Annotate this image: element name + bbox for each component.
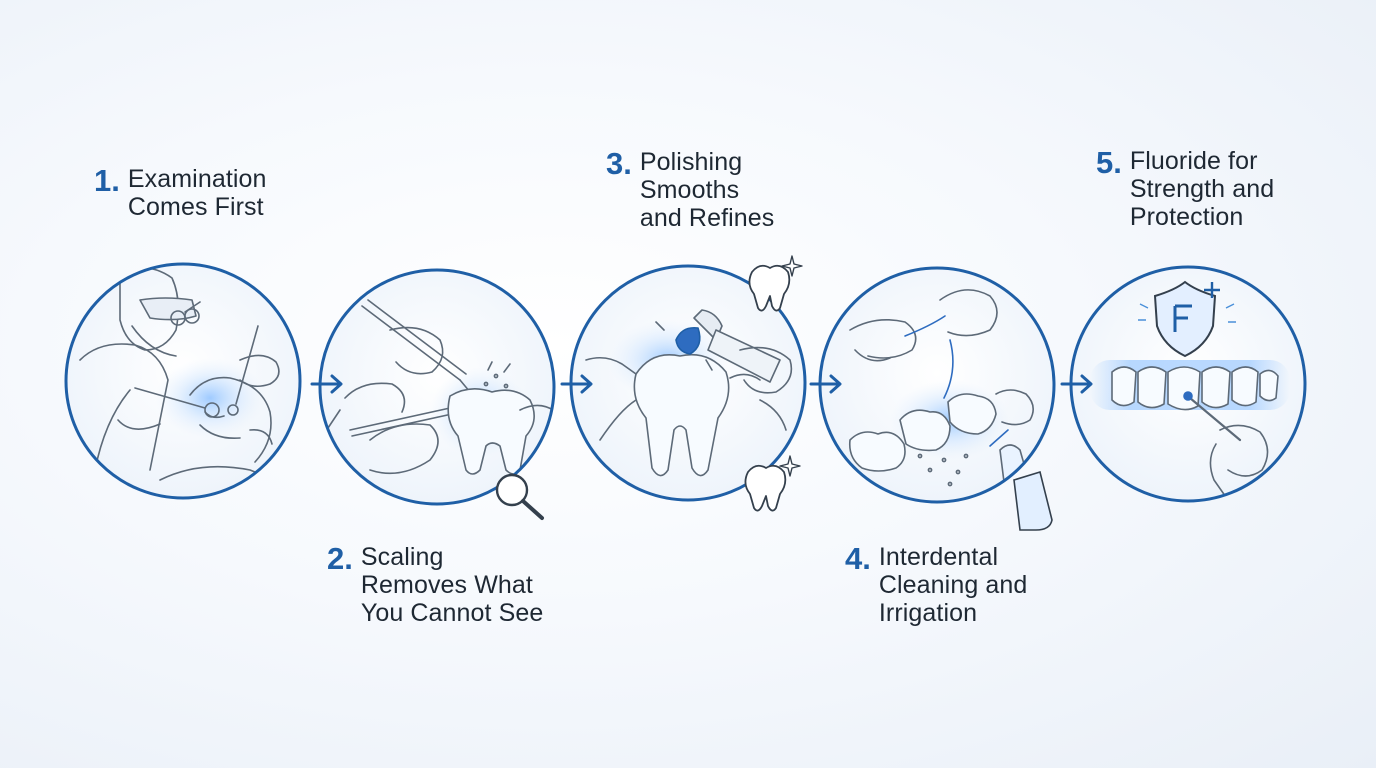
applicator-hand-icon	[1183, 391, 1269, 501]
step-2-line-1: Scaling	[360, 543, 444, 571]
step-1-line-1: Examination	[127, 165, 267, 193]
step-3-number: 3.	[606, 146, 632, 181]
step-4-number: 4.	[845, 541, 871, 576]
arrow-right-icon	[310, 374, 343, 394]
step-3-line-2: Smooths	[639, 176, 740, 204]
step-5-label: 5. Fluoride for Strength and Protection	[1096, 145, 1274, 232]
arrow-right-icon	[809, 374, 842, 394]
sparkle-tooth-icon	[744, 455, 801, 512]
water-flosser-base	[1013, 470, 1053, 531]
step-2-title: Scaling Removes What You Cannot See	[361, 543, 544, 627]
step-4-label: 4. Interdental Cleaning and Irrigation	[845, 541, 1028, 628]
sparkle-tooth-icon	[748, 255, 803, 312]
floss-hands-icon	[849, 289, 998, 399]
step-4-title: Interdental Cleaning and Irrigation	[879, 543, 1028, 627]
step-2-number: 2.	[327, 541, 353, 576]
step-5-illustration	[1069, 265, 1307, 503]
arrow-right-icon	[1060, 374, 1093, 394]
dental-mirror-icon	[134, 325, 280, 418]
patient-icon	[159, 376, 300, 491]
magnifier-icon	[495, 473, 544, 520]
teeth-row-icon	[848, 389, 1034, 487]
step-1-illustration	[64, 262, 302, 500]
step-3-line-1: Polishing	[639, 148, 743, 176]
step-3-label: 3. Polishing Smooths and Refines	[606, 146, 775, 233]
step-1-title: Examination Comes First	[128, 165, 267, 221]
step-4-line-1: Interdental	[878, 543, 999, 571]
step-3-title: Polishing Smooths and Refines	[640, 148, 775, 232]
step-4-line-3: Irrigation	[878, 599, 978, 627]
step-4-illustration	[818, 266, 1056, 531]
step-5-line-3: Protection	[1129, 203, 1244, 231]
step-2-line-3: You Cannot See	[360, 599, 544, 627]
polisher-handpiece-icon	[655, 309, 793, 431]
step-4-line-2: Cleaning and	[878, 571, 1028, 599]
step-2-illustration	[318, 268, 556, 520]
step-3-illustration	[569, 255, 807, 512]
step-1-number: 1.	[94, 163, 120, 198]
molar-tooth-icon	[585, 353, 761, 477]
step-1-line-2: Comes First	[127, 193, 264, 221]
step-5-line-1: Fluoride for	[1129, 147, 1258, 175]
tooth-icon	[447, 361, 554, 475]
step-2-label: 2. Scaling Removes What You Cannot See	[327, 541, 544, 628]
step-5-line-2: Strength and	[1129, 175, 1275, 203]
step-5-title: Fluoride for Strength and Protection	[1130, 147, 1274, 231]
step-2-line-2: Removes What	[360, 571, 533, 599]
arrow-right-icon	[560, 374, 593, 394]
step-5-number: 5.	[1096, 145, 1122, 180]
step-3-line-3: and Refines	[639, 204, 775, 232]
shield-f-plus-icon	[1138, 280, 1236, 358]
step-1-label: 1. Examination Comes First	[94, 163, 267, 222]
